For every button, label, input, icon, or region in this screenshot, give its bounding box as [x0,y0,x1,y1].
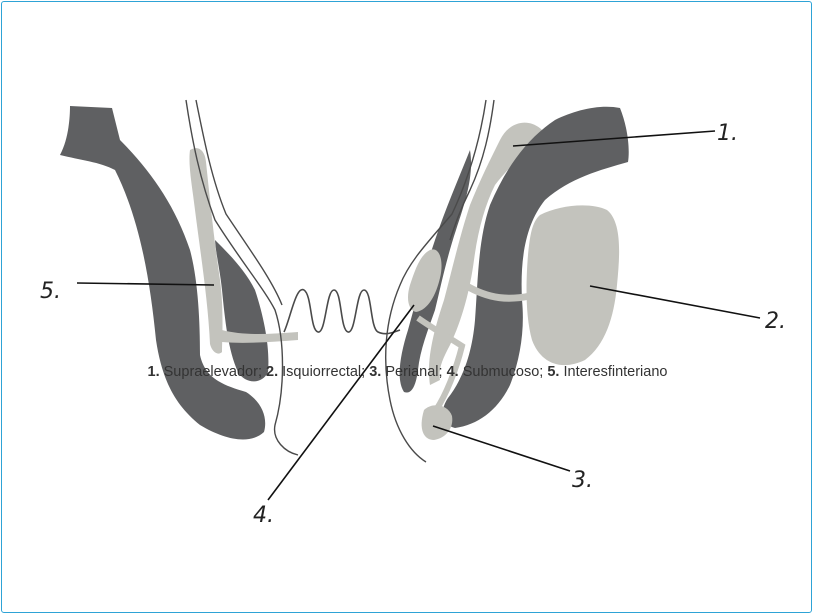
callout-label-4: 4. [253,503,274,528]
caption-text-5: Interesfinteriano [563,364,667,380]
caption-num-2: 2. [266,364,278,380]
right-ischiorectal-abscess [527,205,620,365]
caption-num-4: 4. [447,364,459,380]
callout-label-1: 1. [717,121,738,146]
figure-caption: 1. Supraelevador; 2. Isquiorrectal; 3. P… [0,364,815,380]
left-internal-sphincter [215,240,268,381]
callout-label-3: 3. [572,468,593,493]
callout-label-2: 2. [765,309,786,334]
caption-sep-1: ; [258,364,266,380]
caption-num-5: 5. [547,364,559,380]
caption-text-4: Submucoso [463,364,540,380]
caption-sep-2: ; [361,364,369,380]
caption-sep-3: ; [439,364,447,380]
caption-num-1: 1. [148,364,160,380]
callout-label-5: 5. [40,279,61,304]
leader-line-3 [433,426,570,471]
mucosa-folds [284,290,400,334]
caption-text-1: Supraelevador [164,364,258,380]
caption-text-2: Isquiorrectal [282,364,361,380]
caption-text-3: Perianal [385,364,438,380]
caption-num-3: 3. [369,364,381,380]
leader-line-2 [590,286,760,318]
